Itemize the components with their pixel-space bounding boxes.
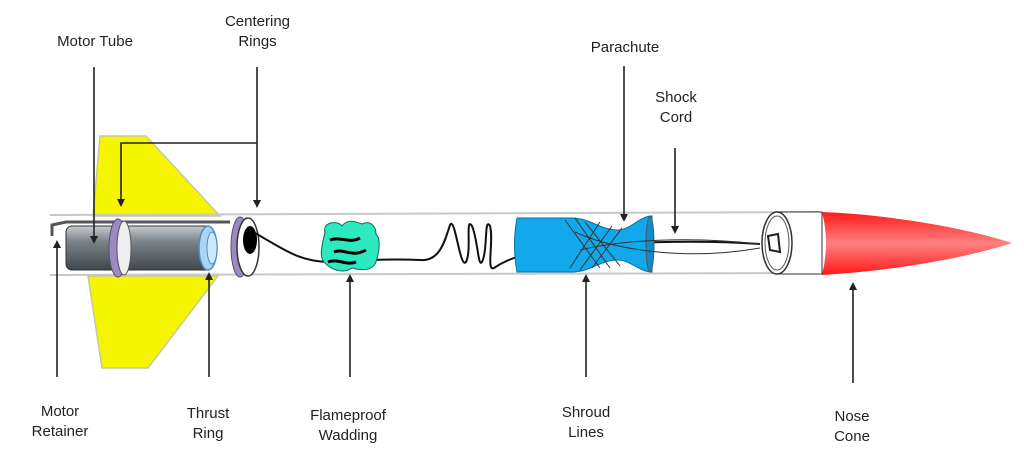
nose-cone-shoulder	[761, 211, 823, 275]
shroud-lines	[564, 217, 761, 271]
label-motor-retainer: Motor Retainer	[20, 402, 100, 442]
label-motor-tube: Motor Tube	[40, 32, 150, 52]
label-thrust-ring: Thrust Ring	[170, 404, 246, 444]
label-line: Lines	[568, 424, 604, 441]
flameproof-wadding	[320, 220, 380, 272]
label-line: Rings	[238, 33, 277, 50]
label-line: Retainer	[31, 423, 89, 440]
centering-ring	[230, 216, 260, 278]
label-parachute: Parachute	[570, 38, 680, 58]
label-centering-rings: Centering Rings	[205, 12, 310, 52]
label-shock-cord: Shock Cord	[640, 88, 712, 128]
body-tube	[49, 211, 821, 276]
parachute	[514, 215, 655, 273]
label-line: Wadding	[318, 427, 378, 444]
label-line: Cord	[659, 109, 693, 126]
thrust-ring	[198, 225, 218, 271]
label-line: Centering	[224, 13, 291, 30]
label-line: Motor Tube	[57, 33, 133, 50]
label-line: Shroud	[561, 404, 611, 421]
motor-tube	[65, 225, 213, 271]
label-flameproof-wadding: Flameproof Wadding	[298, 406, 398, 446]
fin	[87, 135, 222, 369]
nose-cone	[822, 212, 1012, 275]
label-line: Flameproof	[310, 407, 386, 424]
label-line: Shock	[655, 89, 697, 106]
label-line: Motor	[40, 403, 80, 420]
label-line: Parachute	[590, 39, 660, 56]
leader-lines	[53, 66, 857, 383]
label-line: Ring	[192, 425, 224, 442]
label-line: Nose	[834, 408, 870, 425]
centering-rings-leader-2	[117, 142, 257, 207]
label-line: Cone	[834, 428, 870, 445]
centering-ring	[108, 218, 132, 278]
label-line: Thrust	[186, 405, 230, 422]
motor-retainer	[50, 220, 230, 236]
label-nose-cone: Nose Cone	[822, 407, 882, 447]
label-shroud-lines: Shroud Lines	[548, 403, 624, 443]
